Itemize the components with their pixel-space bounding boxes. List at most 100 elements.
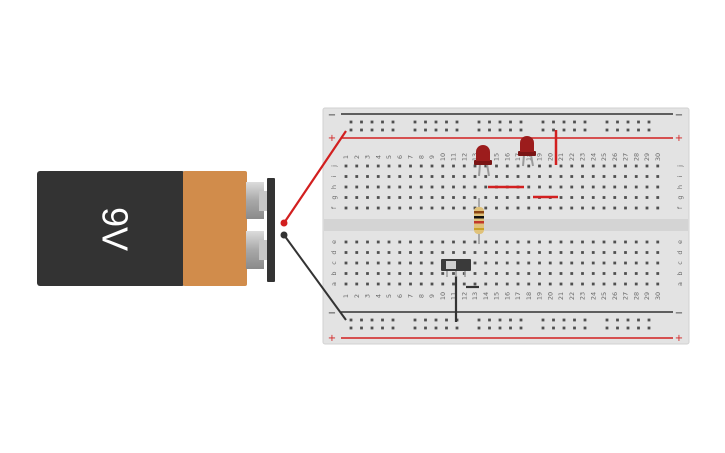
terminal-hole[interactable] [387,251,391,254]
terminal-hole[interactable] [430,175,434,178]
terminal-hole[interactable] [624,164,627,168]
terminal-hole[interactable] [581,282,584,286]
terminal-hole[interactable] [398,185,402,189]
terminal-hole[interactable] [398,251,402,254]
rail-bottom-negative-hole[interactable] [370,318,374,322]
rail-bottom-negative-hole[interactable] [488,318,491,322]
terminal-hole[interactable] [366,240,369,244]
terminal-hole[interactable] [570,196,574,199]
terminal-hole[interactable] [548,175,552,178]
terminal-hole[interactable] [430,251,434,254]
rail-bottom-positive-hole[interactable] [519,326,523,330]
terminal-hole[interactable] [505,206,509,210]
terminal-hole[interactable] [484,261,488,265]
terminal-hole[interactable] [570,272,574,275]
rail-bottom-positive-hole[interactable] [455,326,459,330]
rail-top-positive-hole[interactable] [573,128,576,132]
terminal-hole[interactable] [656,261,660,265]
rail-bottom-negative-hole[interactable] [616,318,619,322]
terminal-hole[interactable] [613,185,617,189]
rail-bottom-negative-hole[interactable] [413,318,417,322]
terminal-hole[interactable] [398,164,402,168]
terminal-hole[interactable] [452,175,455,178]
terminal-hole[interactable] [634,272,638,275]
terminal-hole[interactable] [409,261,412,265]
rail-bottom-positive-hole[interactable] [605,326,609,330]
terminal-hole[interactable] [645,251,649,254]
rail-top-positive-hole[interactable] [552,128,555,132]
rail-bottom-negative-hole[interactable] [637,318,640,322]
terminal-hole[interactable] [452,185,455,189]
terminal-hole[interactable] [473,251,477,254]
rail-top-negative-hole[interactable] [434,120,438,124]
terminal-hole[interactable] [559,196,563,199]
terminal-hole[interactable] [656,196,660,199]
terminal-hole[interactable] [516,164,520,168]
terminal-hole[interactable] [355,196,359,199]
terminal-hole[interactable] [419,206,423,210]
terminal-hole[interactable] [473,185,477,189]
terminal-hole[interactable] [645,164,649,168]
terminal-hole[interactable] [548,240,552,244]
rail-top-positive-hole[interactable] [583,128,587,132]
rail-top-positive-hole[interactable] [647,128,651,132]
terminal-hole[interactable] [495,272,498,275]
terminal-hole[interactable] [430,206,434,210]
terminal-hole[interactable] [581,196,584,199]
terminal-hole[interactable] [462,206,466,210]
terminal-hole[interactable] [538,240,541,244]
terminal-hole[interactable] [419,175,423,178]
terminal-hole[interactable] [559,164,563,168]
terminal-hole[interactable] [624,185,627,189]
terminal-hole[interactable] [505,272,509,275]
rail-top-negative-hole[interactable] [498,120,502,124]
terminal-hole[interactable] [591,251,595,254]
terminal-hole[interactable] [613,272,617,275]
terminal-hole[interactable] [634,261,638,265]
terminal-hole[interactable] [591,282,595,286]
rail-bottom-positive-hole[interactable] [445,326,448,330]
terminal-hole[interactable] [366,261,369,265]
terminal-hole[interactable] [624,196,627,199]
terminal-hole[interactable] [527,282,531,286]
terminal-hole[interactable] [624,175,627,178]
terminal-hole[interactable] [376,240,380,244]
terminal-hole[interactable] [441,240,445,244]
rail-top-positive-hole[interactable] [413,128,417,132]
terminal-hole[interactable] [462,164,466,168]
rail-bottom-positive-hole[interactable] [488,326,491,330]
rail-bottom-positive-hole[interactable] [626,326,630,330]
terminal-hole[interactable] [419,251,423,254]
rail-top-negative-hole[interactable] [519,120,523,124]
terminal-hole[interactable] [495,196,498,199]
rail-top-positive-hole[interactable] [370,128,374,132]
terminal-hole[interactable] [527,185,531,189]
rail-top-positive-hole[interactable] [616,128,619,132]
terminal-hole[interactable] [473,240,477,244]
rail-bottom-positive-hole[interactable] [349,326,353,330]
terminal-hole[interactable] [591,240,595,244]
rail-bottom-negative-hole[interactable] [519,318,523,322]
terminal-hole[interactable] [570,164,574,168]
terminal-hole[interactable] [376,272,380,275]
terminal-hole[interactable] [591,164,595,168]
terminal-hole[interactable] [581,206,584,210]
terminal-hole[interactable] [527,261,531,265]
terminal-hole[interactable] [634,175,638,178]
terminal-hole[interactable] [452,240,455,244]
terminal-hole[interactable] [634,206,638,210]
rail-bottom-positive-hole[interactable] [509,326,512,330]
terminal-hole[interactable] [591,196,595,199]
rail-top-positive-hole[interactable] [541,128,545,132]
terminal-hole[interactable] [656,240,660,244]
terminal-hole[interactable] [559,272,563,275]
terminal-hole[interactable] [355,240,359,244]
terminal-hole[interactable] [581,175,584,178]
terminal-hole[interactable] [602,261,606,265]
terminal-hole[interactable] [527,272,531,275]
terminal-hole[interactable] [355,206,359,210]
terminal-hole[interactable] [516,282,520,286]
rail-top-negative-hole[interactable] [349,120,353,124]
terminal-hole[interactable] [548,251,552,254]
rail-bottom-positive-hole[interactable] [434,326,438,330]
